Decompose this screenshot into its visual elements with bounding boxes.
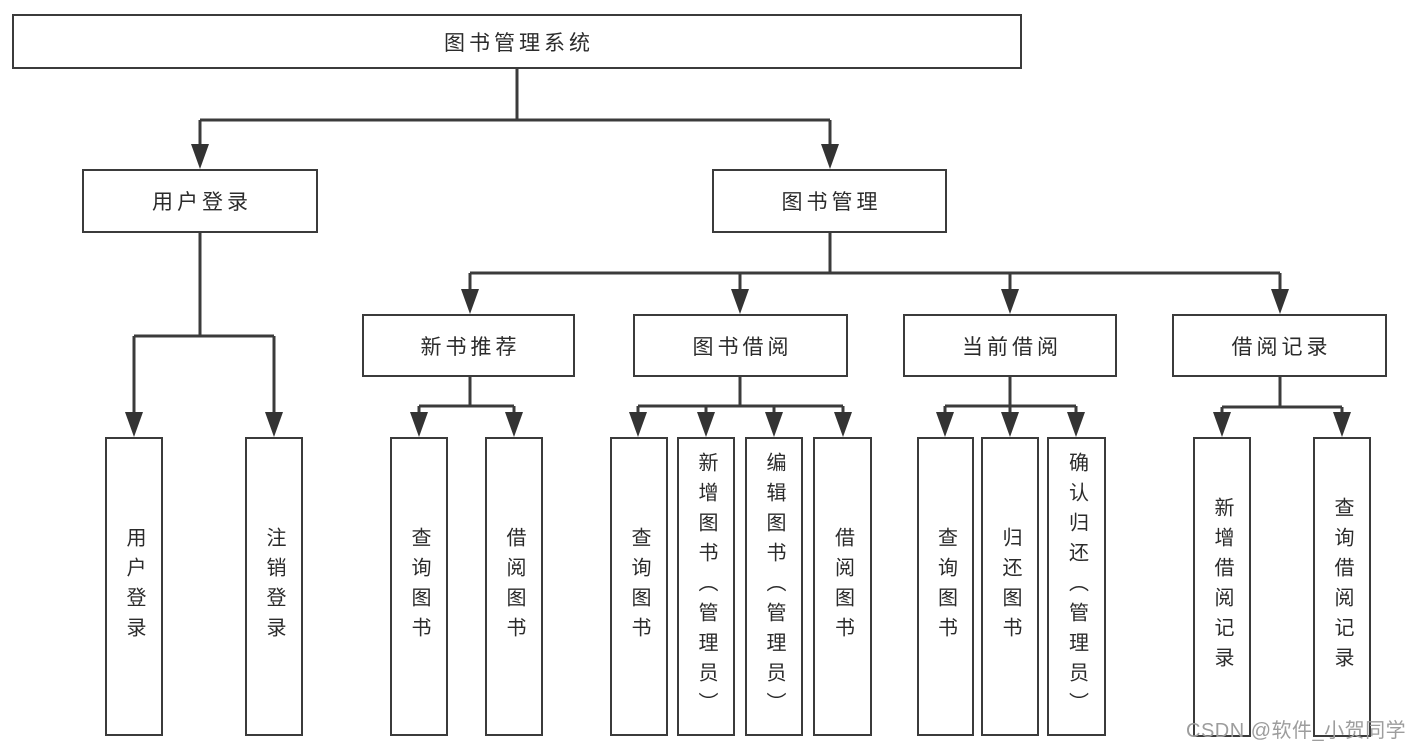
node-book-management: 图书管理 xyxy=(712,169,947,233)
node-label: 新书推荐 xyxy=(420,335,521,359)
node-label: 查询借阅记录 xyxy=(1331,497,1353,677)
node-label: 借阅记录 xyxy=(1231,335,1332,359)
node-book-borrowing: 图书借阅 xyxy=(633,314,848,377)
node-new-book-recommendation: 新书推荐 xyxy=(362,314,575,377)
leaf-query-books-current: 查询图书 xyxy=(917,437,974,736)
node-label: 查询图书 xyxy=(408,526,430,647)
leaf-add-books-admin: 新增图书（管理员） xyxy=(677,437,735,736)
leaf-borrow-books-recommend: 借阅图书 xyxy=(485,437,543,736)
node-borrowing-records: 借阅记录 xyxy=(1172,314,1387,377)
node-label: 查询图书 xyxy=(934,526,957,647)
node-library-management-system: 图书管理系统 xyxy=(12,14,1022,69)
leaf-query-books-borrow: 查询图书 xyxy=(610,437,668,736)
node-current-borrowing: 当前借阅 xyxy=(903,314,1117,377)
node-label: 确认归还（管理员） xyxy=(1065,451,1088,722)
leaf-add-borrow-record: 新增借阅记录 xyxy=(1193,437,1251,737)
connector-book-borrow-branch xyxy=(636,377,845,431)
node-label: 注销登录 xyxy=(263,526,285,647)
node-label: 借阅图书 xyxy=(831,526,854,647)
node-label: 新增借阅记录 xyxy=(1211,497,1233,677)
leaf-query-books-recommend: 查询图书 xyxy=(390,437,448,736)
leaf-return-books: 归还图书 xyxy=(981,437,1039,736)
leaf-logout: 注销登录 xyxy=(245,437,303,736)
node-user-login: 用户登录 xyxy=(82,169,318,233)
leaf-borrow-books: 借阅图书 xyxy=(813,437,872,736)
connector-borrow-records-branch xyxy=(1220,377,1344,431)
connector-root-to-level2 xyxy=(198,68,832,163)
node-label: 图书借阅 xyxy=(692,335,793,359)
connector-new-book-branch xyxy=(417,377,516,431)
leaf-user-login: 用户登录 xyxy=(105,437,163,736)
connector-book-management-branch xyxy=(468,233,1282,308)
node-label: 借阅图书 xyxy=(503,526,525,647)
node-label: 查询图书 xyxy=(628,526,650,647)
node-label: 用户登录 xyxy=(123,526,145,647)
leaf-query-borrow-record: 查询借阅记录 xyxy=(1313,437,1371,737)
connector-user-login-branch xyxy=(132,233,276,431)
node-label: 图书管理 xyxy=(781,191,882,214)
connector-current-borrow-branch xyxy=(943,377,1078,431)
csdn-watermark: CSDN @软件_小贺同学 xyxy=(1186,720,1405,742)
node-label: 新增图书（管理员） xyxy=(695,451,717,722)
leaf-confirm-return-admin: 确认归还（管理员） xyxy=(1047,437,1106,736)
leaf-edit-books-admin: 编辑图书（管理员） xyxy=(745,437,803,736)
node-label: 当前借阅 xyxy=(962,335,1062,359)
node-label: 编辑图书（管理员） xyxy=(763,451,785,722)
node-label: 归还图书 xyxy=(999,526,1021,647)
node-label: 图书管理系统 xyxy=(444,31,594,55)
node-label: 用户登录 xyxy=(152,191,252,214)
